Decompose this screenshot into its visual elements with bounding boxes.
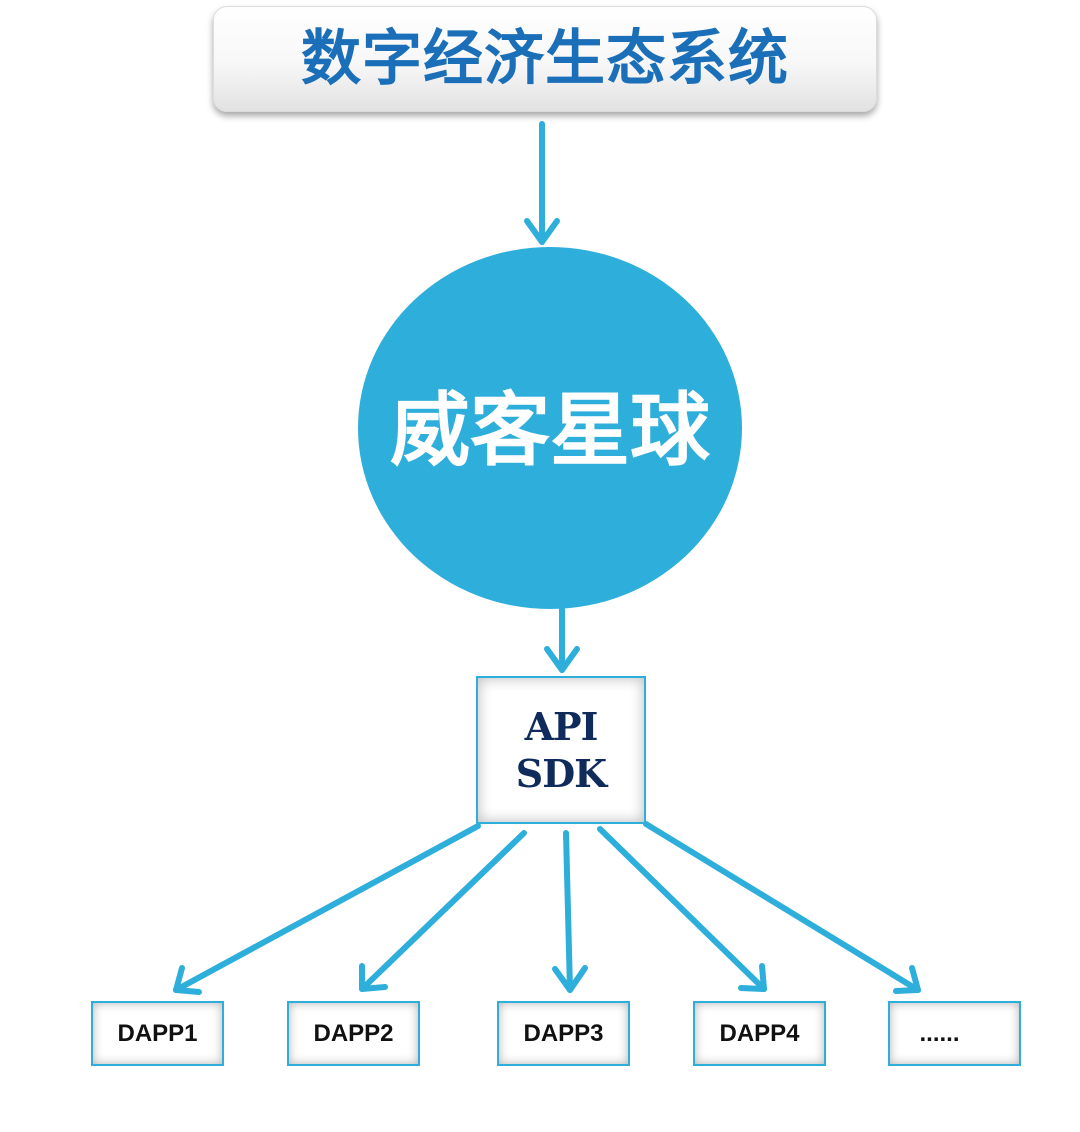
more-dapps-label: ......: [919, 1019, 960, 1047]
dapp3-box: DAPP3: [497, 1001, 630, 1066]
arrow-api-to-more: [643, 821, 921, 994]
arrow-api-to-dapp4: [597, 826, 767, 992]
sdk-label: SDK: [515, 751, 607, 796]
diagram-title: 数字经济生态系统: [301, 24, 789, 94]
title-box: 数字经济生态系统: [213, 6, 877, 112]
arrow-api-to-dapp3: [552, 830, 588, 993]
platform-circle: 威客星球: [358, 247, 742, 609]
dapp2-label: DAPP2: [313, 1019, 394, 1047]
dapp4-label: DAPP4: [719, 1019, 800, 1047]
arrow-api-to-dapp2: [359, 830, 527, 992]
more-dapps-box: ......: [888, 1001, 1021, 1066]
dapp3-label: DAPP3: [523, 1019, 604, 1047]
api-sdk-box: API SDK: [476, 676, 646, 824]
arrow-title-to-platform: [524, 121, 560, 245]
dapp1-box: DAPP1: [91, 1001, 224, 1066]
arrow-platform-to-api: [544, 603, 580, 673]
dapp4-box: DAPP4: [693, 1001, 826, 1066]
dapp2-box: DAPP2: [287, 1001, 420, 1066]
dapp1-label: DAPP1: [117, 1019, 198, 1047]
platform-name: 威客星球: [390, 384, 710, 477]
arrow-api-to-dapp1: [173, 823, 481, 995]
api-label: API: [524, 703, 599, 749]
